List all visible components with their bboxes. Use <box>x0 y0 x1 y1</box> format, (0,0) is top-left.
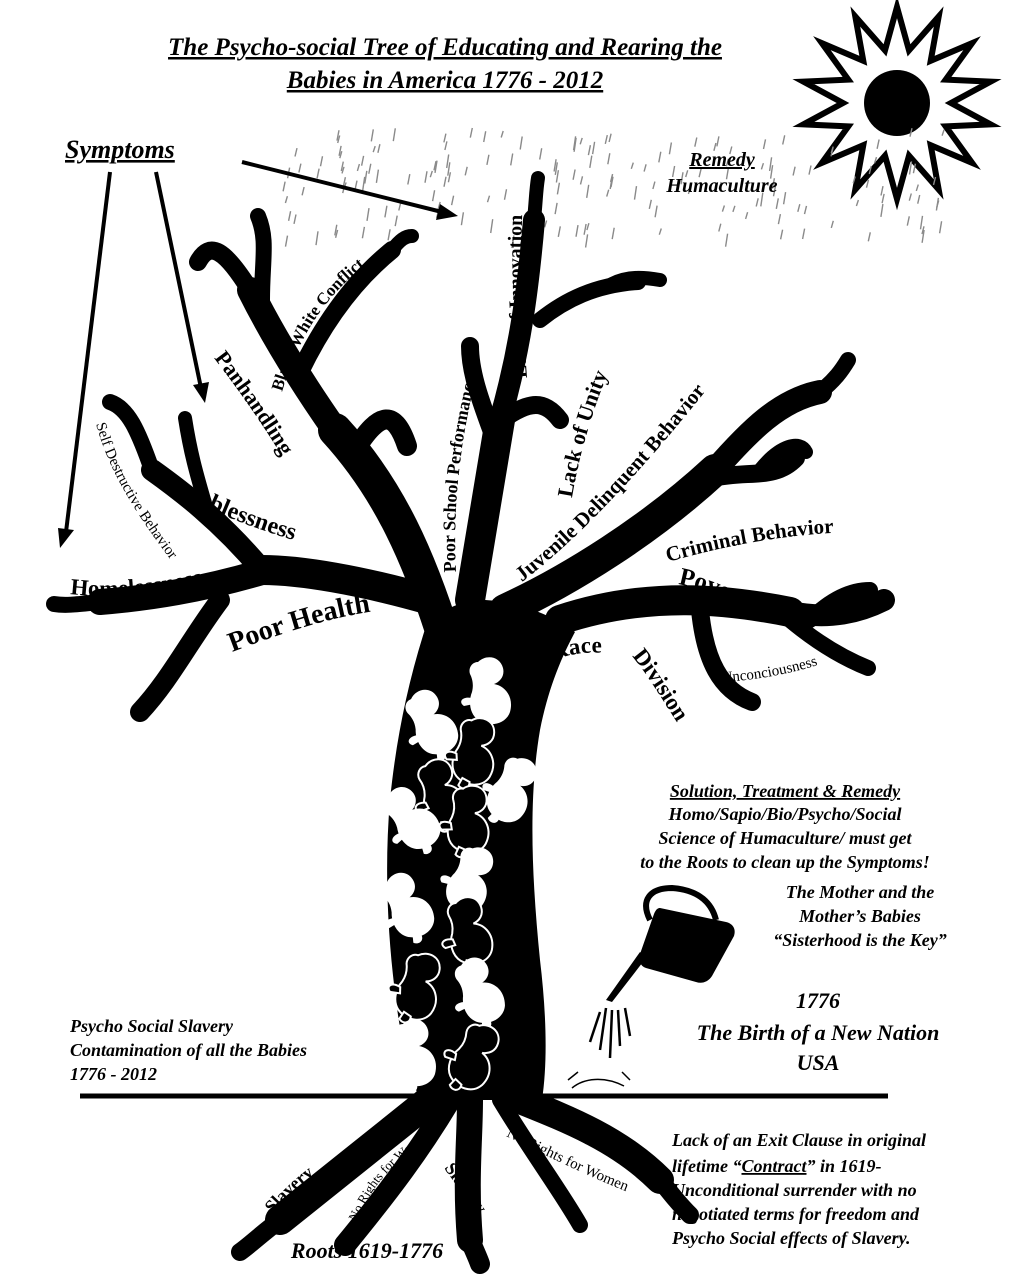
exit-clause-line-5: Psycho Social effects of Slavery. <box>671 1228 910 1248</box>
label-poor-health: Poor Health <box>224 588 373 659</box>
solution-line-3: to the Roots to clean up the Symptoms! <box>640 852 930 872</box>
mother-line-2: Mother’s Babies <box>798 906 921 926</box>
arrow-icon <box>154 171 209 403</box>
label-unconciousness: Unconciousness <box>721 653 819 686</box>
roots-caption: Roots 1619-1776 <box>290 1238 443 1263</box>
birth-block: 1776 The Birth of a New Nation USA <box>697 988 940 1075</box>
slavery-note-line-3: 1776 - 2012 <box>70 1064 157 1084</box>
remedy-subtitle: Humaculture <box>665 175 777 197</box>
label-criminal-behavior: Criminal Behavior <box>663 514 834 567</box>
exit-clause-line-4: negotiated terms for freedom and <box>672 1204 920 1224</box>
exit-clause-line-2: lifetime “Contract” in 1619- <box>672 1156 882 1176</box>
birth-line-1: The Birth of a New Nation <box>697 1020 940 1045</box>
tree-icon <box>46 171 895 1274</box>
symptom-arrows <box>58 160 458 548</box>
title-line-1: The Psycho-social Tree of Educating and … <box>168 34 722 61</box>
solution-line-2: Science of Humaculture/ must get <box>658 828 912 848</box>
remedy-label: Remedy <box>688 149 755 171</box>
mother-line-1: The Mother and the <box>786 882 935 902</box>
mother-line-3: “Sisterhood is the Key” <box>773 930 947 950</box>
solution-heading: Solution, Treatment & Remedy <box>670 781 901 801</box>
title-line-2: Babies in America 1776 - 2012 <box>286 67 603 94</box>
label-lack-of-unity: Lack of Unity <box>552 366 612 499</box>
exit-clause-line-1: Lack of an Exit Clause in original <box>671 1130 926 1150</box>
mother-block: The Mother and the Mother’s Babies “Sist… <box>773 882 947 950</box>
birth-line-2: USA <box>797 1050 840 1075</box>
exit-clause-block: Lack of an Exit Clause in original lifet… <box>671 1130 926 1248</box>
slavery-note-block: Psycho Social Slavery Contamination of a… <box>69 1016 307 1084</box>
label-division: Division <box>628 644 694 726</box>
birth-year: 1776 <box>796 988 840 1013</box>
solution-line-1: Homo/Sapio/Bio/Psycho/Social <box>667 804 901 824</box>
slavery-note-line-1: Psycho Social Slavery <box>69 1016 234 1036</box>
title-block: The Psycho-social Tree of Educating and … <box>168 34 722 94</box>
symptoms-label: Symptoms <box>65 135 175 164</box>
exit-clause-line-3: Unconditional surrender with no <box>672 1180 917 1200</box>
contract-word: Contract <box>741 1156 807 1176</box>
sun-icon <box>792 0 1002 211</box>
arrow-icon <box>241 160 458 220</box>
watering-can-icon <box>567 884 735 1089</box>
slavery-note-line-2: Contamination of all the Babies <box>70 1040 307 1060</box>
arrow-icon <box>58 171 112 548</box>
solution-block: Solution, Treatment & Remedy Homo/Sapio/… <box>640 781 930 872</box>
